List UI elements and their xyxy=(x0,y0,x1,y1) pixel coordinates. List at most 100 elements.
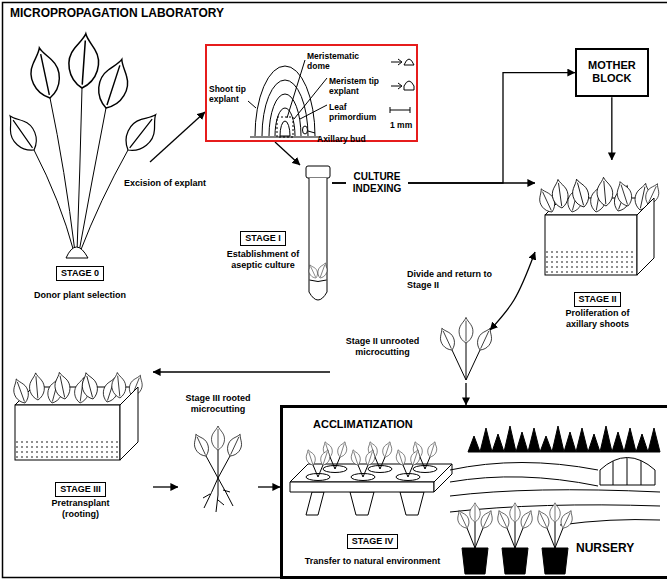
arrow-connector xyxy=(332,73,575,183)
microcutting-part xyxy=(436,325,458,352)
rooted-microcutting xyxy=(190,426,246,512)
stage-panel: STAGE IIProliferation of axillary shoots xyxy=(535,160,660,335)
caption: Pretransplant (rooting) xyxy=(38,498,123,520)
shoot-tip-drawing-part xyxy=(255,66,315,136)
caption-area: Stage II unrooted microcutting xyxy=(330,318,490,383)
test-tube-part xyxy=(306,263,319,279)
box-label: ACCLIMATIZATION xyxy=(313,418,413,431)
test-tube-part xyxy=(310,280,327,282)
plug-tray xyxy=(290,440,452,515)
text-slot: Establishment of aseptic culture xyxy=(222,249,304,272)
text-slot: STAGE 0 xyxy=(10,262,150,281)
shoot-tip-drawing-part xyxy=(391,83,402,89)
rooting-vessel-part xyxy=(120,387,138,460)
arrow-connector xyxy=(258,486,280,487)
arrow-connector xyxy=(153,371,330,372)
arrow-connector xyxy=(611,97,612,160)
nursery-scene-part xyxy=(454,508,472,530)
text-slot: STAGE III xyxy=(8,478,153,497)
culture-vessel-part xyxy=(596,177,614,207)
donor-plant-part xyxy=(1,109,43,156)
shoot-tip-drawing-part xyxy=(294,78,327,119)
connector-label: Divide and return to Stage II xyxy=(405,268,505,292)
block-box: MOTHER BLOCK xyxy=(575,48,649,97)
donor-plant-part xyxy=(67,33,100,89)
nursery-scene-part xyxy=(558,508,576,530)
rooting-vessel-part xyxy=(28,372,45,400)
culture-vessel-part xyxy=(546,250,636,274)
rooting-vessel-part xyxy=(10,377,32,406)
shoot-tip-drawing-part xyxy=(300,105,327,119)
stage-label: STAGE IV xyxy=(347,534,398,549)
donor-plant-part xyxy=(80,150,128,252)
microcutting xyxy=(436,317,496,380)
text-slot: STAGE IV xyxy=(285,530,460,549)
rooting-vessel-part xyxy=(52,371,72,401)
rooted-microcutting-part xyxy=(224,431,246,458)
donor-plant xyxy=(1,33,165,258)
rooted-microcutting-part xyxy=(211,426,224,450)
culture-vessel-part xyxy=(613,180,634,209)
connector-label: CULTURE INDEXING xyxy=(346,170,408,196)
plug-tray-part xyxy=(400,492,424,515)
stage-panel: STAGE IV Transfer to natural environment xyxy=(285,432,460,574)
plug-tray-part xyxy=(336,440,349,458)
stage-panel: STAGE IEstablishment of aseptic culture xyxy=(222,165,332,315)
nursery-scene-part xyxy=(510,503,520,522)
rooted-microcutting-part xyxy=(190,431,212,458)
nursery-scene-part xyxy=(542,548,568,574)
nursery-scene-part xyxy=(534,508,552,530)
arrow-connector xyxy=(275,142,300,165)
caption: Transfer to natural environment xyxy=(305,556,441,567)
text-slot: MOTHER BLOCK xyxy=(588,59,636,86)
donor-plant-part xyxy=(118,107,165,157)
shoot-tip-drawing-part xyxy=(277,117,293,137)
stage-label: STAGE III xyxy=(55,482,105,497)
nursery-scene-part xyxy=(518,508,536,530)
plug-tray-part xyxy=(304,448,317,466)
plug-tray-part xyxy=(319,448,332,466)
donor-plant-part xyxy=(77,88,82,252)
donor-plant-part xyxy=(50,98,75,252)
rooted-microcutting-part xyxy=(206,450,230,478)
shoot-tip-drawing-part xyxy=(248,101,256,108)
plug-tray-part xyxy=(313,465,413,477)
arrow-connector xyxy=(153,486,178,487)
shoot-tip-drawing-part xyxy=(391,59,402,65)
arrow-connector xyxy=(465,383,466,405)
part-label: Leaf primordium xyxy=(329,102,384,122)
shoot-tip-drawing-part xyxy=(269,94,301,136)
part-label: Meristem tip explant xyxy=(329,76,389,96)
donor-plant-part xyxy=(93,55,135,112)
plug-tray-part xyxy=(426,440,439,458)
nursery-scene-part xyxy=(600,458,655,486)
culture-vessel-part xyxy=(637,198,654,275)
text-slot: Shoot tip explant xyxy=(209,84,254,106)
part-label: 1 mm xyxy=(390,120,412,130)
test-tube-part xyxy=(309,178,327,300)
nursery-scene-part xyxy=(502,548,528,574)
nursery-scene-part xyxy=(470,503,480,522)
text-slot: STAGE II xyxy=(535,288,660,307)
nursery-scene-part xyxy=(450,463,660,526)
caption-area: Stage III rooted microcutting xyxy=(178,393,258,513)
donor-plant-part xyxy=(66,247,88,258)
shoot-tip-drawing-part xyxy=(390,107,410,113)
text-slot: 1 mm xyxy=(390,114,416,132)
shoot-tip-drawing-part xyxy=(280,121,290,136)
rooting-vessel-part xyxy=(16,440,119,459)
nursery-scene-part xyxy=(613,458,641,485)
nursery-scene xyxy=(450,426,660,574)
text-slot: Meristem tip explant xyxy=(329,76,389,98)
arrow-connector xyxy=(150,112,205,162)
microcutting-part xyxy=(459,317,473,343)
text-slot: Stage III rooted microcutting xyxy=(178,393,258,416)
rooting-vessel-part xyxy=(110,372,126,399)
shoot-tip-drawing-part xyxy=(308,131,315,133)
caption: Donor plant selection xyxy=(34,290,126,301)
culture-vessel-part xyxy=(569,177,592,209)
diagram-title: MICROPROPAGATION LABORATORY xyxy=(10,6,224,20)
text-slot: Leaf primordium xyxy=(329,102,384,124)
rooted-microcutting-part xyxy=(203,478,233,512)
